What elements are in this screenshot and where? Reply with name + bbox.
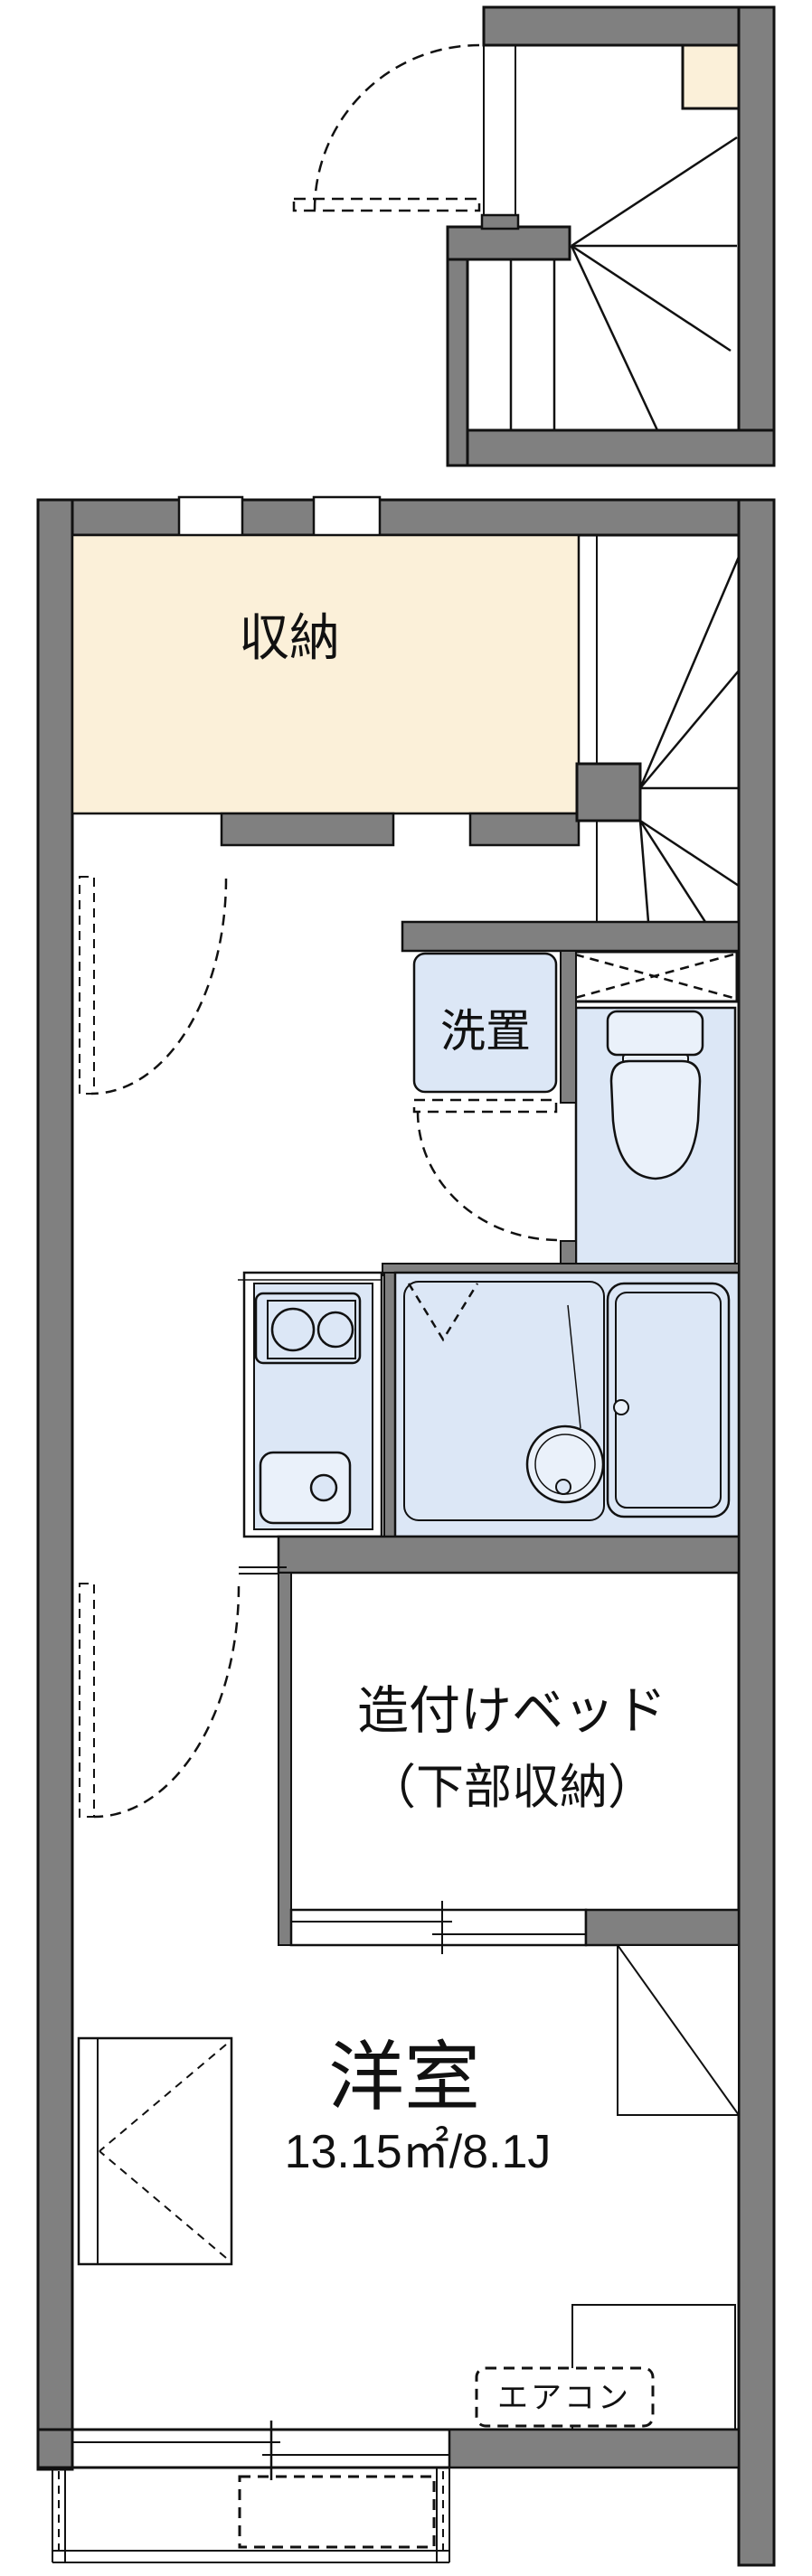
wall: [480, 213, 520, 230]
balcony-equipment-box: [238, 2475, 436, 2549]
main-room: 洋室 13.15㎡/8.1J エアコン: [77, 1944, 740, 2430]
wall: [383, 1272, 396, 1537]
bathroom: [383, 1271, 741, 1538]
staircase-upper-icon: [575, 556, 741, 923]
hall-door-leaf: [79, 876, 95, 1095]
wall-right: [737, 498, 776, 2567]
wall: [584, 1908, 741, 1947]
wall: [560, 950, 577, 1104]
wall: [482, 5, 776, 47]
room-label: 洋室: [328, 2035, 480, 2120]
built-in-bed: 造付けベッド （下部収納）: [278, 1572, 741, 1954]
wall: [468, 812, 581, 847]
stair-landing-wall: [446, 225, 571, 261]
entrance-door-arc: [313, 43, 480, 211]
wall: [220, 812, 395, 847]
bath-door-panel: [567, 1304, 581, 1429]
wall: [446, 428, 776, 467]
storage-room: [71, 533, 581, 815]
window-top-1: [177, 495, 244, 540]
wall: [277, 1535, 741, 1575]
wall-left: [36, 498, 74, 2471]
shoe-cabinet: [681, 43, 741, 110]
bottom-window-icon: [38, 2421, 741, 2480]
wall-top: [36, 498, 776, 537]
entrance-door-leaf: [292, 197, 481, 212]
entrance-stair-block: [292, 5, 776, 467]
toilet-icon: [606, 1010, 704, 1180]
main-unit: 収納 洗置: [36, 495, 776, 2567]
wall: [446, 225, 469, 467]
wall: [278, 1572, 292, 1946]
corner-shelf-diagonal: [617, 1944, 740, 2116]
balcony: [52, 2468, 450, 2563]
wall: [448, 2428, 741, 2469]
bed-label-line2: （下部収納）: [368, 1761, 656, 1814]
staircase-lower-icon: [509, 136, 738, 431]
room-door-leaf: [79, 1583, 95, 1818]
side-window-icon: [77, 2036, 233, 2266]
sink-icon: [259, 1451, 352, 1525]
storage-label: 収納: [239, 609, 340, 666]
shower-area: [403, 1281, 605, 1521]
bed-sliding-door: [289, 1908, 588, 1947]
aircon-label: エアコン: [497, 2381, 631, 2415]
wall: [737, 5, 776, 467]
washbasin-icon: [525, 1424, 605, 1504]
window-top-2: [312, 495, 382, 540]
room-door-arc: [93, 1585, 241, 1819]
overhead-cabinet-icon: [570, 950, 739, 1003]
bath-door-fold: [407, 1283, 479, 1342]
washroom-door-leaf: [412, 1098, 558, 1114]
stove-icon: [254, 1292, 362, 1365]
hall-door-arc: [90, 878, 228, 1095]
washer-pan-icon: [412, 952, 558, 1094]
aircon-box: [475, 2366, 655, 2428]
wall: [560, 1240, 577, 1266]
kitchen-counter-icon: [238, 1271, 383, 1538]
washer-label: 洗置: [440, 1006, 531, 1057]
bed-label-line1: 造付けベッド: [357, 1682, 666, 1740]
aircon: エアコン: [475, 2366, 655, 2428]
room-size-label: 13.15㎡/8.1J: [285, 2125, 552, 2178]
wall: [401, 920, 741, 953]
bathtub-icon: [606, 1282, 731, 1518]
washroom-door-arc: [416, 1111, 560, 1242]
